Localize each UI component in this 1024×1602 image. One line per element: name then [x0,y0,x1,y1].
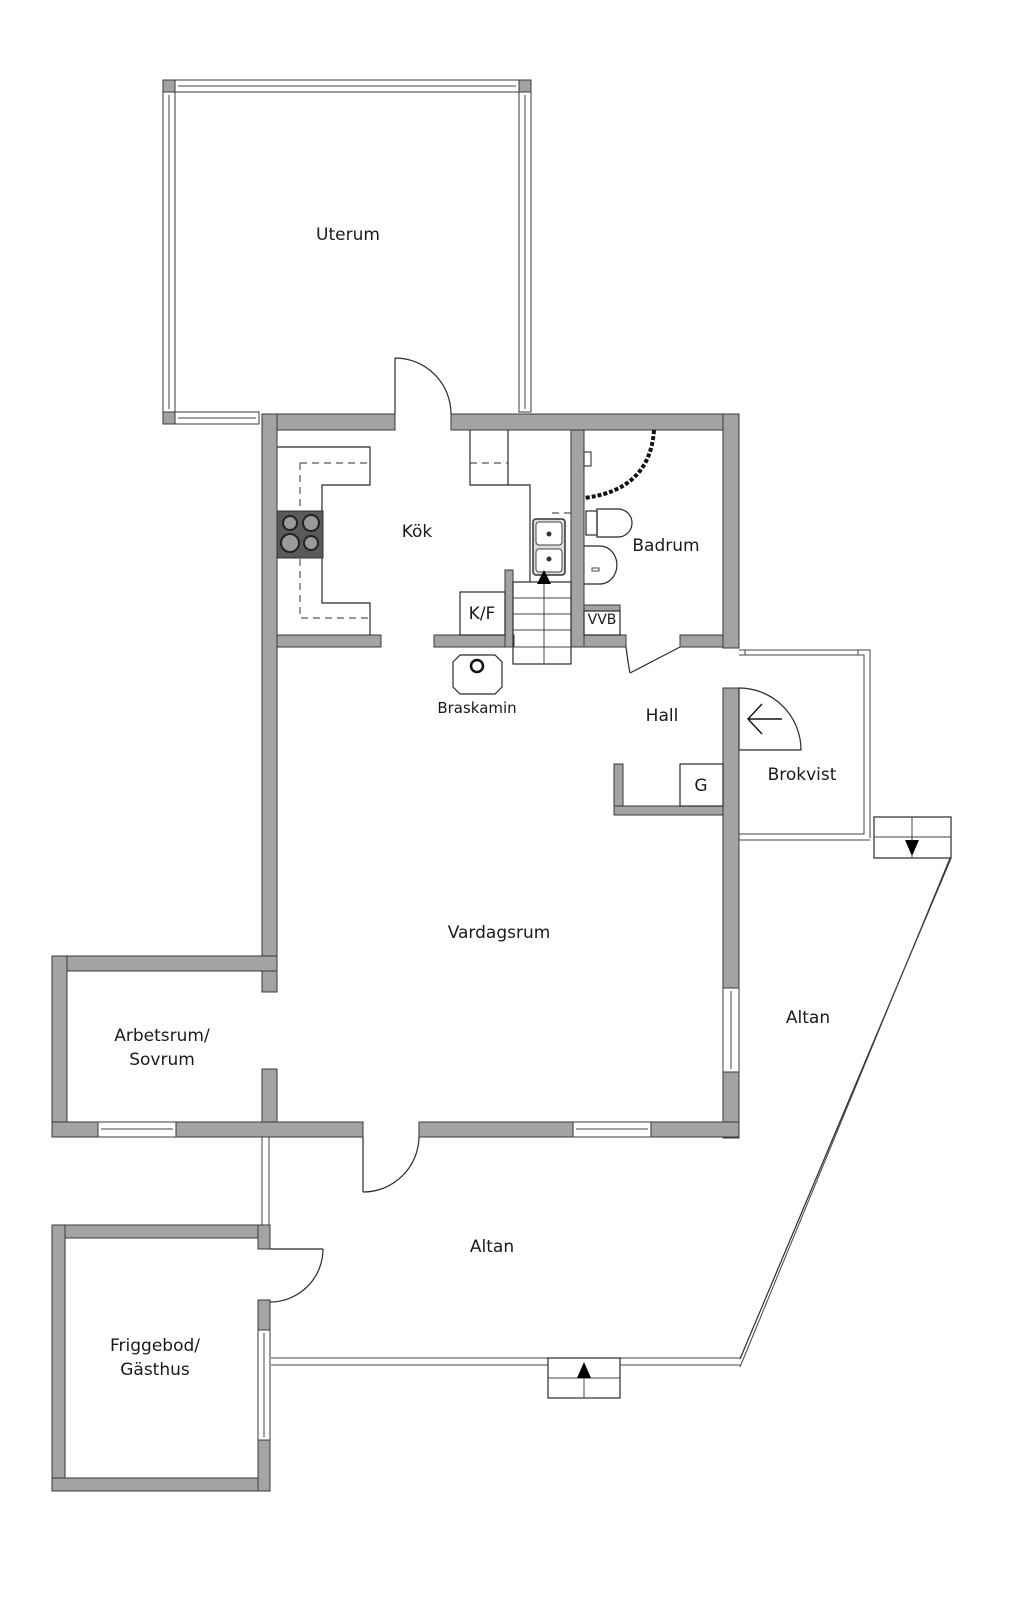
friggebod-door [269,1248,324,1303]
room-label-friggebod: Friggebod/ Gästhus [110,1334,200,1382]
east-steps [873,816,952,859]
room-label-arbetsrum-line2: Sovrum [129,1050,195,1070]
friggebod-walls [51,1224,271,1492]
room-label-badrum: Badrum [632,536,700,556]
room-label-arbetsrum-line1: Arbetsrum/ [114,1026,210,1046]
entrance-door [738,687,802,751]
vardagsrum-door [362,1136,420,1193]
washbasin-icon [584,545,618,585]
south-steps [547,1357,621,1399]
vvb-box [583,610,621,636]
uterum-door [394,357,452,415]
fixture-label-braskamin: Braskamin [437,699,517,717]
room-label-altan-south: Altan [469,1237,515,1257]
room-label-arbetsrum: Arbetsrum/ Sovrum [114,1024,209,1072]
steps-down-arrow-icon [905,840,919,856]
room-label-uterum: Uterum [316,225,380,245]
fixture-label-vvb: VVB [587,612,617,628]
entrance-arrow-icon [747,703,782,735]
stove-icon [276,510,324,559]
toilet-icon [585,508,633,538]
fixture-label-kf: K/F [468,604,496,624]
stairs-icon [512,570,572,665]
fireplace-icon [452,654,503,695]
room-label-friggebod-line1: Friggebod/ [109,1336,201,1356]
altan-outline [261,857,952,1368]
fixture-label-g: G [694,776,708,796]
stairs-up-arrow-icon [537,570,551,584]
room-label-hall: Hall [645,706,679,726]
shower-curtain-icon [583,429,656,500]
room-label-altan-east: Altan [785,1008,831,1028]
bathroom-door [625,646,681,674]
brokvist-structure [739,649,871,841]
room-label-brokvist: Brokvist [767,765,837,785]
uterum-structure [162,79,532,425]
steps-up-arrow-icon [577,1362,591,1378]
room-label-kok: Kök [401,522,433,542]
room-label-vardagsrum: Vardagsrum [447,923,551,943]
room-label-friggebod-line2: Gästhus [120,1360,190,1380]
sink-icon [532,512,572,576]
g-closet-box [679,763,724,807]
main-walls [51,413,740,1139]
